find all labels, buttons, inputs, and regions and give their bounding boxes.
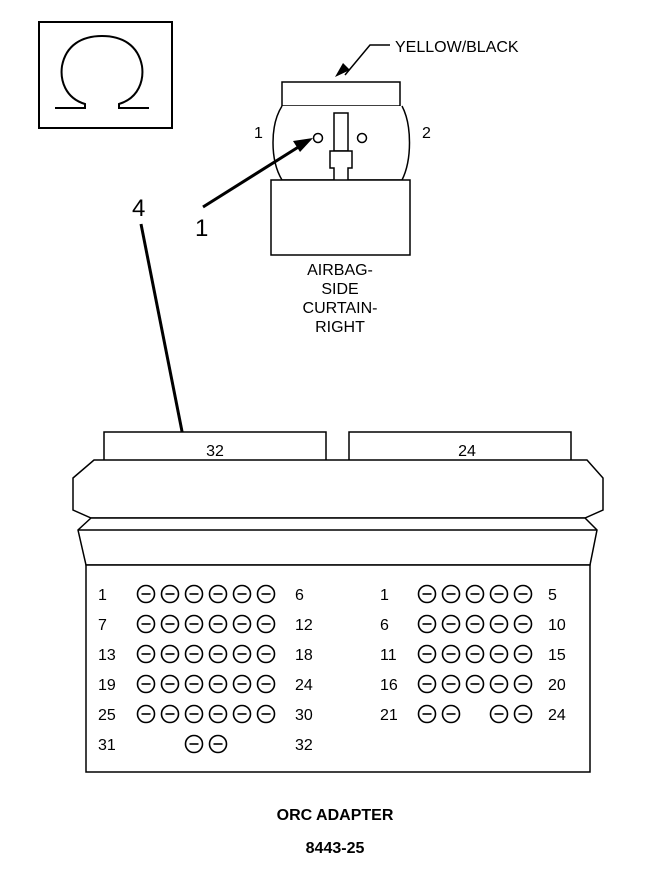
right-pin-cavity [417,644,437,664]
callout-1: 1 [195,138,313,242]
left-pin-cavity [256,614,276,634]
right-row-start-label: 1 [380,587,389,604]
left-pin-cavity [232,584,252,604]
left-pin-cavity [136,584,156,604]
right-pin-cavity [465,644,485,664]
connector-name-line3: CURTAIN- [303,300,378,317]
left-pin-cavity [256,704,276,724]
left-pin-cavity [160,644,180,664]
right-pin-cavity [441,614,461,634]
right-pin-cavity [465,584,485,604]
left-pin-cavity [208,614,228,634]
omega-icon [55,34,149,109]
left-pin-cavity [136,704,156,724]
left-pin-cavity [232,644,252,664]
right-pin-cavity [513,584,533,604]
right-pin-cavity [513,704,533,724]
left-pin-cavity [136,674,156,694]
right-pin-cavity [417,614,437,634]
left-pin-cavity [256,584,276,604]
connector-name-line1: AIRBAG- [307,262,373,279]
left-pin-cavity [160,614,180,634]
right-pin-cavity [441,704,461,724]
left-row-end-label: 32 [295,737,313,754]
callout-1-arrowhead [293,138,313,152]
left-pin-cavity [208,674,228,694]
left-pin-cavity [208,734,228,754]
right-pin-cavity [417,704,437,724]
left-row-start-label: 19 [98,677,116,694]
left-row-start-label: 31 [98,737,116,754]
right-row-end-label: 5 [548,587,557,604]
airbag-connector: YELLOW/BLACK 1 2 AIRBAG- SIDE CURTAIN- R… [254,39,519,336]
figure-id: 8443-25 [306,840,365,857]
left-pin-cavity [184,584,204,604]
left-row-end-label: 30 [295,707,313,724]
left-pin-cavity [184,674,204,694]
left-row-end-label: 6 [295,587,304,604]
left-pin-cavity [208,644,228,664]
left-pin-cavity [232,614,252,634]
left-row-start-label: 1 [98,587,107,604]
connector-name-line2: SIDE [321,281,358,298]
left-pin-cavity [184,704,204,724]
callout-4-label: 4 [132,195,145,222]
symbol-box [38,21,173,129]
right-row-start-label: 6 [380,617,389,634]
left-pin-cavity [184,644,204,664]
right-row-start-label: 16 [380,677,398,694]
adapter-title: ORC ADAPTER [277,807,394,824]
right-pin-cavity [465,674,485,694]
right-pin-cavity [513,614,533,634]
left-pin-cavity [208,584,228,604]
right-pin-cavity [489,674,509,694]
left-row-start-label: 25 [98,707,116,724]
connector-name-line4: RIGHT [315,319,365,336]
left-pin-cavity [136,644,156,664]
left-header-label: 32 [206,443,224,460]
right-row-end-label: 24 [548,707,566,724]
left-pin-cavity [160,584,180,604]
left-pin-cavity [160,674,180,694]
pin-1-label: 1 [254,125,263,142]
wire-color-label: YELLOW/BLACK [395,39,519,56]
right-pin-cavity [489,704,509,724]
left-pin-cavity [136,614,156,634]
pin-2-label: 2 [422,125,431,142]
left-row-end-label: 24 [295,677,313,694]
right-pin-cavity [465,614,485,634]
right-row-end-label: 10 [548,617,566,634]
right-row-end-label: 20 [548,677,566,694]
left-row-end-label: 12 [295,617,313,634]
left-pin-cavity [184,614,204,634]
left-row-end-label: 18 [295,647,313,664]
left-pin-cavity [256,644,276,664]
right-row-start-label: 11 [380,647,397,664]
left-pin-cavity [160,704,180,724]
right-pin-cavity [513,674,533,694]
right-pin-cavity [417,584,437,604]
left-pin-cavity [232,704,252,724]
right-pin-cavity [489,644,509,664]
right-header-label: 24 [458,443,476,460]
left-row-start-label: 13 [98,647,116,664]
left-pin-cavity [208,704,228,724]
callout-1-label: 1 [195,215,208,242]
right-pin-cavity [417,674,437,694]
right-row-end-label: 15 [548,647,566,664]
left-pin-cavity [232,674,252,694]
left-pin-cavity [184,734,204,754]
left-pin-cavity [256,674,276,694]
right-pin-cavity [441,644,461,664]
right-pin-cavity [489,584,509,604]
right-pin-cavity [441,674,461,694]
right-pin-cavity [489,614,509,634]
right-pin-cavity [441,584,461,604]
right-row-start-label: 21 [380,707,398,724]
left-row-start-label: 7 [98,617,107,634]
right-pin-cavity [513,644,533,664]
